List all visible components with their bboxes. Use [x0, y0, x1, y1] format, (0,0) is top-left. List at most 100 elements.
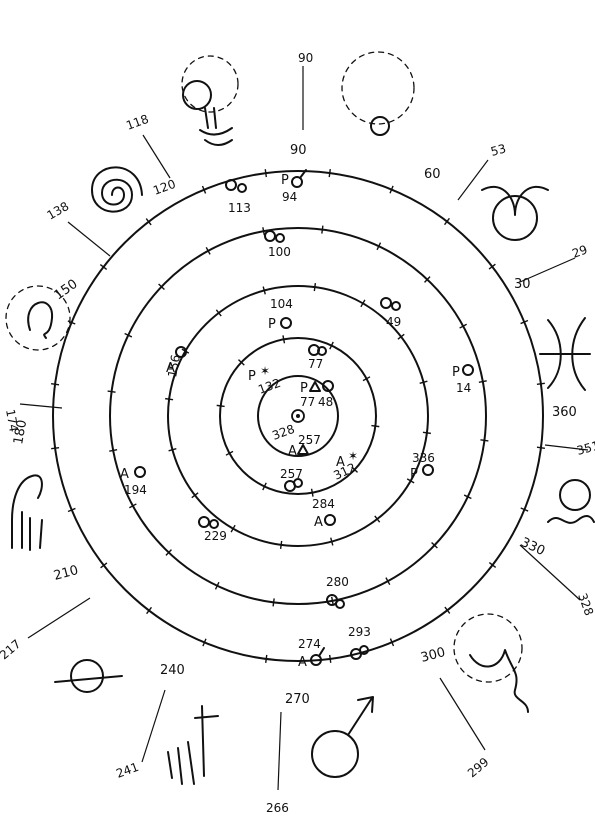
dumbbell-dashed-icon — [182, 56, 238, 112]
ring-tick — [312, 489, 313, 497]
pisces-icon — [540, 318, 590, 390]
mark-49-icon-b — [392, 302, 400, 310]
mark-49-icon-a — [381, 298, 391, 308]
mark-293-num: 293 — [348, 625, 371, 639]
mark-a-274-text: A — [298, 655, 307, 670]
ring-tick — [217, 405, 225, 406]
label-217: 217 — [0, 637, 23, 662]
ring-tick — [281, 541, 282, 549]
mark-257a-num: 257 — [298, 433, 321, 447]
ring-tick — [263, 227, 264, 235]
mark-336-sun-icon — [423, 465, 433, 475]
ray-241 — [142, 690, 165, 762]
mark-194-earth-icon — [135, 467, 145, 477]
ray-299 — [440, 678, 485, 750]
ring-tick — [314, 283, 315, 291]
dumbbell-stem-icon — [205, 108, 216, 128]
label-300: 300 — [419, 645, 447, 666]
inner-marks: P 94 113 100 49 104 P P 14 A 156 P ✶ 132… — [120, 170, 473, 670]
mark-280-icon-b — [336, 600, 344, 608]
label-241: 241 — [114, 760, 140, 781]
mars-circle-icon — [312, 731, 358, 777]
earth-circle-icon — [71, 660, 103, 692]
label-210: 210 — [52, 563, 80, 584]
mark-113-icon-a — [226, 180, 236, 190]
mark-113-num: 113 — [228, 201, 251, 215]
dumbbell-base-icon — [200, 128, 232, 145]
mark-104-earth-icon — [281, 318, 291, 328]
ring-tick — [330, 655, 331, 663]
ring-tick — [283, 335, 284, 343]
label-53: 53 — [489, 141, 507, 158]
mark-a-284-text: A — [314, 515, 323, 530]
ray-174 — [20, 404, 62, 408]
mark-77a-num: 77 — [308, 357, 323, 371]
earth-line-icon — [55, 676, 122, 682]
spiral-icon — [92, 167, 142, 211]
ring-tick — [266, 655, 267, 663]
mark-p-94-text: P — [281, 173, 289, 188]
aries-circle-icon — [493, 196, 537, 240]
ring-tick — [329, 169, 330, 177]
mark-77b-num: 77 — [300, 395, 315, 409]
mark-336-num: 336 — [412, 451, 435, 465]
ring-tick — [537, 383, 545, 384]
mark-48-num: 48 — [318, 395, 333, 409]
wave-icon — [548, 516, 594, 523]
label-180: 180 — [11, 419, 30, 446]
mark-132-star-icon: ✶ — [260, 364, 270, 378]
small-circle-icon — [371, 117, 389, 135]
mark-113-icon-b — [238, 184, 246, 192]
mark-280-num: 280 — [326, 575, 349, 589]
mark-p-104-text: P — [268, 317, 276, 332]
mark-100-icon-a — [265, 231, 275, 241]
outer-glyphs — [6, 52, 594, 784]
ray-138 — [68, 222, 110, 256]
label-240: 240 — [160, 663, 185, 678]
mark-a-194-text: A — [120, 467, 129, 482]
label-120: 120 — [151, 177, 177, 198]
mark-77-delta-icon — [310, 382, 320, 391]
label-138: 138 — [45, 199, 72, 223]
label-330: 330 — [518, 535, 547, 559]
label-328: 328 — [575, 591, 595, 617]
ray-118 — [143, 135, 170, 178]
mark-229-num: 229 — [204, 529, 227, 543]
label-60: 60 — [424, 167, 441, 182]
ring-tick — [265, 169, 266, 177]
mark-94-num: 94 — [282, 190, 297, 204]
rings — [53, 171, 543, 661]
mark-156-num: 156 — [165, 354, 183, 379]
mark-49-num: 49 — [386, 315, 401, 329]
mark-p-14-text: P — [452, 365, 460, 380]
leo-icon — [28, 302, 52, 338]
ring-tick — [108, 391, 116, 392]
large-dashed-circle-icon — [342, 52, 414, 124]
ring-tick — [332, 597, 333, 605]
mark-132-num: 132 — [256, 376, 282, 397]
ring-tick — [322, 226, 323, 234]
hand-left-icon — [12, 475, 42, 550]
mark-100-num: 100 — [268, 245, 291, 259]
ring-tick — [51, 384, 59, 385]
label-90-ring: 90 — [290, 143, 307, 158]
mark-p-77-text: P — [300, 381, 308, 396]
dumbbell-top-icon — [183, 81, 211, 109]
mark-a-257-text: A — [288, 444, 297, 459]
ring-tick — [371, 426, 379, 427]
ring-tick — [423, 432, 431, 433]
ray-266 — [278, 712, 281, 790]
label-266: 266 — [266, 801, 289, 815]
ray-217 — [28, 598, 90, 638]
mark-104-num: 104 — [270, 297, 293, 311]
ring-tick — [109, 450, 117, 451]
mark-328-num: 328 — [270, 422, 296, 443]
label-150: 150 — [52, 277, 81, 304]
mark-229-icon-a — [199, 517, 209, 527]
ring-tick — [273, 598, 274, 606]
center-dot — [296, 414, 300, 418]
outer-rays — [20, 66, 588, 790]
ring-tick — [51, 448, 59, 449]
